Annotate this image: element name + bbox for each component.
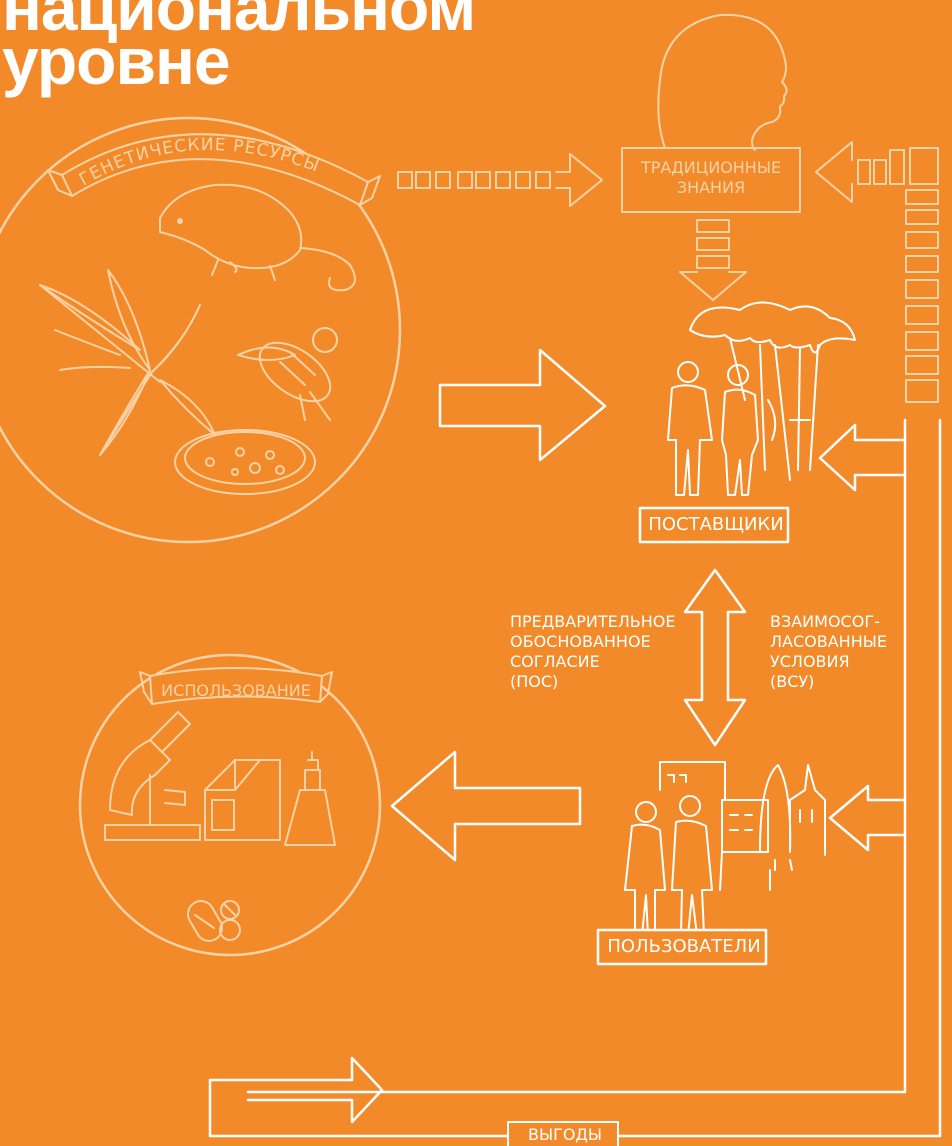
pic-label: ПРЕДВАРИТЕЛЬНОЕ ОБОСНОВАННОЕ СОГЛАСИЕ (П… [510,612,675,692]
page-title-line-2: уровне [2,24,231,98]
tree-icon [689,301,856,481]
pills-icon [187,900,241,942]
microscope-icon [104,711,201,841]
bee-icon [237,327,338,421]
arrow-users-to-utilization [390,750,582,862]
providers-box [638,506,790,544]
pic-label-line-3: СОГЛАСИЕ [510,652,600,671]
arrow-resources-to-providers [438,348,607,462]
genetic-resources-label: ГЕНЕТИЧЕСКИЕ РЕСУРСЫ [76,135,322,190]
utilization-label: ИСПОЛЬЗОВАНИЕ [161,681,311,700]
benefits-return-line [208,418,942,1138]
utilization-banner [139,667,333,705]
mat-label-line-4: (ВСУ) [770,672,815,691]
arrow-return-to-knowledge [815,141,939,403]
arrow-resources-to-knowledge [397,153,603,207]
milk-carton-icon [204,759,281,841]
pic-label-line-1: ПРЕДВАРИТЕЛЬНОЕ [510,612,676,631]
benefits-label: ВЫГОДЫ [527,1125,603,1144]
users-box [596,928,768,966]
genetic-resources-banner [47,133,381,206]
page-title-line-1: национальном [2,0,476,44]
spray-bottle-icon [284,751,336,846]
arrow-knowledge-to-providers [679,219,747,301]
users-label: ПОЛЬЗОВАТЕЛИ [607,936,761,957]
traditional-knowledge-box [621,147,801,213]
arrow-pic-mat [683,568,747,747]
mat-label-line-3: УСЛОВИЯ [770,652,850,671]
providers-people-icon [667,361,759,496]
buildings-icon [659,761,826,891]
providers-label: ПОСТАВЩИКИ [648,514,784,535]
mat-label-line-1: ВЗАИМОСОГ- [770,612,880,631]
benefits-box [507,1121,619,1146]
mat-label: ВЗАИМОСОГ- ЛАСОВАННЫЕ УСЛОВИЯ (ВСУ) [770,612,887,692]
users-people-icon [624,795,713,936]
traditional-knowledge-label-line-1: ТРАДИЦИОННЫЕ [640,158,782,177]
traditional-knowledge-label: ТРАДИЦИОННЫЕ ЗНАНИЯ [622,158,800,198]
pic-label-line-4: (ПОС) [510,672,559,691]
petri-dish-icon [174,429,316,495]
traditional-knowledge-label-line-2: ЗНАНИЯ [676,178,746,197]
rat-icon [159,183,356,292]
head-icon [657,13,788,151]
pic-label-line-2: ОБОСНОВАННОЕ [510,632,651,651]
mat-label-line-2: ЛАСОВАННЫЕ [770,632,887,651]
leaf-icon [39,269,216,456]
genetic-resources-circle [0,116,402,544]
utilization-circle [78,653,382,957]
